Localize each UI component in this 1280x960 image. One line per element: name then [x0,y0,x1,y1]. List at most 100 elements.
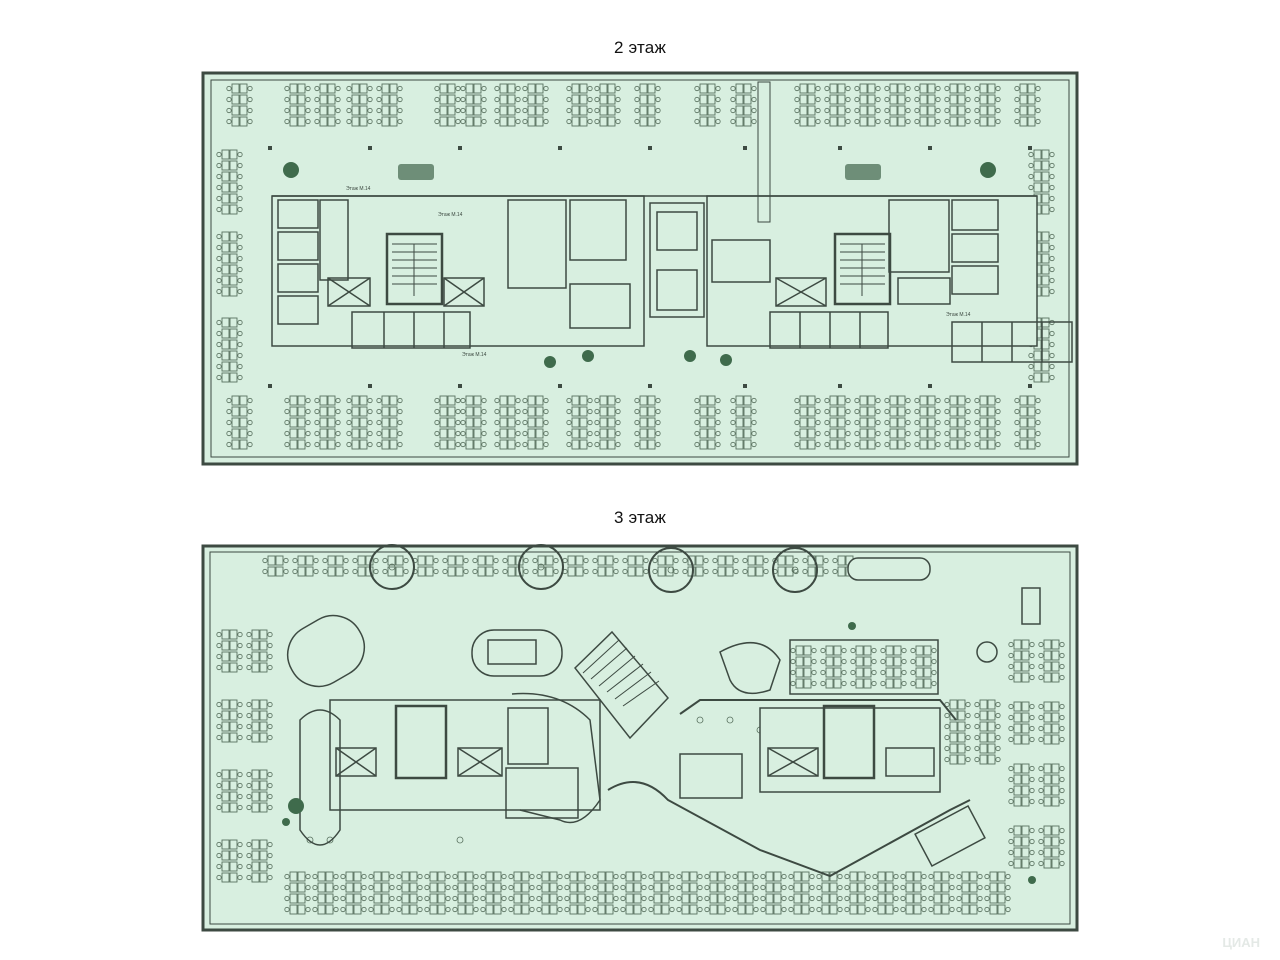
desk-cluster [592,871,619,915]
floor-2-desks [216,83,1055,450]
floor-2-label: Этаж М.14 [946,312,971,318]
column [648,384,652,388]
desk-cluster [730,395,757,450]
desk-cluster [376,83,403,127]
desk-cluster [1008,639,1035,683]
round-table [456,836,464,844]
desk-cluster [322,555,349,577]
column [648,146,652,150]
desk-cluster [816,871,843,915]
desk-cluster [314,395,341,450]
desk-cluster [216,769,243,813]
desk-cluster [1038,825,1065,869]
floor-3-desks [216,555,1065,915]
desk-cluster [442,555,469,577]
desk-cluster [928,871,955,915]
desk-cluster [346,83,373,127]
round-table [726,716,734,724]
floor-2-plan: Этаж М.14 Этаж М.14 Этаж М.14 Этаж М.14 [201,71,1079,466]
desk-cluster [634,395,661,450]
desk-cluster [974,83,1001,127]
desk-cluster [1008,825,1035,869]
desk-cluster [508,871,535,915]
desk-cluster [884,395,911,450]
desk-cluster [694,83,721,127]
desk-cluster [854,395,881,450]
desk-cluster [566,83,593,127]
desk-cluster [730,83,757,127]
column [558,146,562,150]
desk-cluster [880,645,907,689]
floor-2-title: 2 этаж [613,38,667,57]
desk-cluster [472,555,499,577]
desk-cluster [434,395,461,450]
desk-cluster [246,699,273,743]
desk-cluster [914,83,941,127]
desk-cluster [592,555,619,577]
desk-cluster [594,395,621,450]
desk-cluster [434,83,461,127]
desk-cluster [790,645,817,689]
round-table [388,563,396,571]
floor-3-plants [282,622,1036,884]
round-table [306,836,314,844]
desk-cluster [314,83,341,127]
desk-cluster [634,83,661,127]
desk-cluster [974,395,1001,450]
column [928,146,932,150]
desk-cluster [1038,639,1065,683]
floor-2-label: Этаж М.14 [438,212,463,218]
desk-cluster [956,871,983,915]
desk-cluster [340,871,367,915]
desk-cluster [620,871,647,915]
column [838,384,842,388]
desk-cluster [494,83,521,127]
desk-cluster [452,871,479,915]
desk-cluster [844,871,871,915]
column [268,384,272,388]
desk-cluster [382,555,409,577]
floor-2-label: Этаж М.14 [346,186,371,192]
desk-cluster [292,555,319,577]
desk-cluster [944,395,971,450]
column [743,384,747,388]
desk-cluster [1008,701,1035,745]
desk-cluster [884,83,911,127]
desk-cluster [502,555,529,577]
desk-cluster [522,83,549,127]
desk-cluster [532,555,559,577]
desk-cluster [566,395,593,450]
desk-cluster [246,769,273,813]
column [368,384,372,388]
desk-cluster [262,555,289,577]
desk-cluster [944,699,971,765]
desk-cluster [910,645,937,689]
desk-cluster [648,871,675,915]
floor-2-core [271,81,1073,363]
floor-2-label: Этаж М.14 [462,352,487,358]
desk-cluster [226,395,253,450]
floor-3-title: 3 этаж [613,508,667,527]
desk-cluster [824,83,851,127]
round-table [696,716,704,724]
column [1028,146,1032,150]
desk-cluster [794,395,821,450]
desk-cluster [676,871,703,915]
column [928,384,932,388]
desk-cluster [522,395,549,450]
floor-2-room-labels: Этаж М.14 Этаж М.14 Этаж М.14 Этаж М.14 [346,186,971,358]
desk-cluster [226,83,253,127]
desk-cluster [1014,395,1041,450]
desk-cluster [682,555,709,577]
desk-cluster [820,645,847,689]
desk-cluster [760,871,787,915]
floor-3-plan [201,544,1079,932]
desk-cluster [1038,701,1065,745]
column [368,146,372,150]
desk-cluster [900,871,927,915]
column [458,384,462,388]
desk-cluster [352,555,379,577]
column [838,146,842,150]
column [1028,384,1032,388]
desk-cluster [652,555,679,577]
